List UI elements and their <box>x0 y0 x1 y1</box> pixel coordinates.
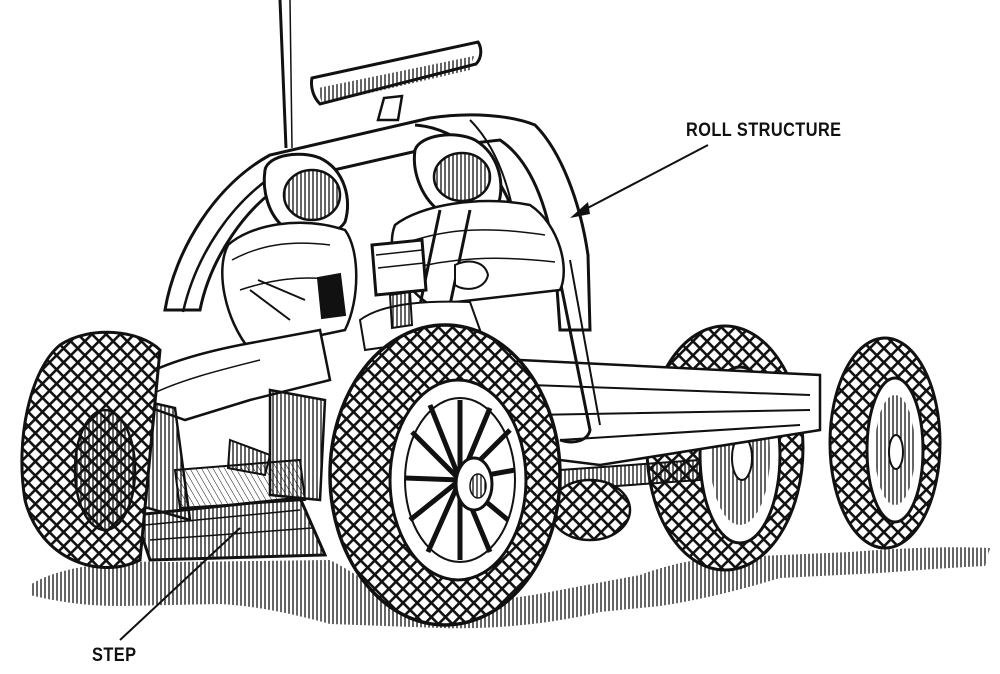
roll-structure-label: ROLL STRUCTURE <box>686 120 842 141</box>
leader-step <box>119 527 241 641</box>
leader-roll-structure <box>570 144 709 218</box>
front-wheel-left <box>20 330 162 569</box>
astronaut-right <box>358 133 565 352</box>
antenna <box>278 0 293 149</box>
high-gain-dish <box>310 40 483 122</box>
step <box>132 458 328 562</box>
rear-wheel-right <box>828 336 942 550</box>
step-label: STEP <box>92 645 137 666</box>
front-wheel-right <box>328 323 562 627</box>
ground-shadow <box>30 547 990 629</box>
control-console <box>316 238 428 330</box>
